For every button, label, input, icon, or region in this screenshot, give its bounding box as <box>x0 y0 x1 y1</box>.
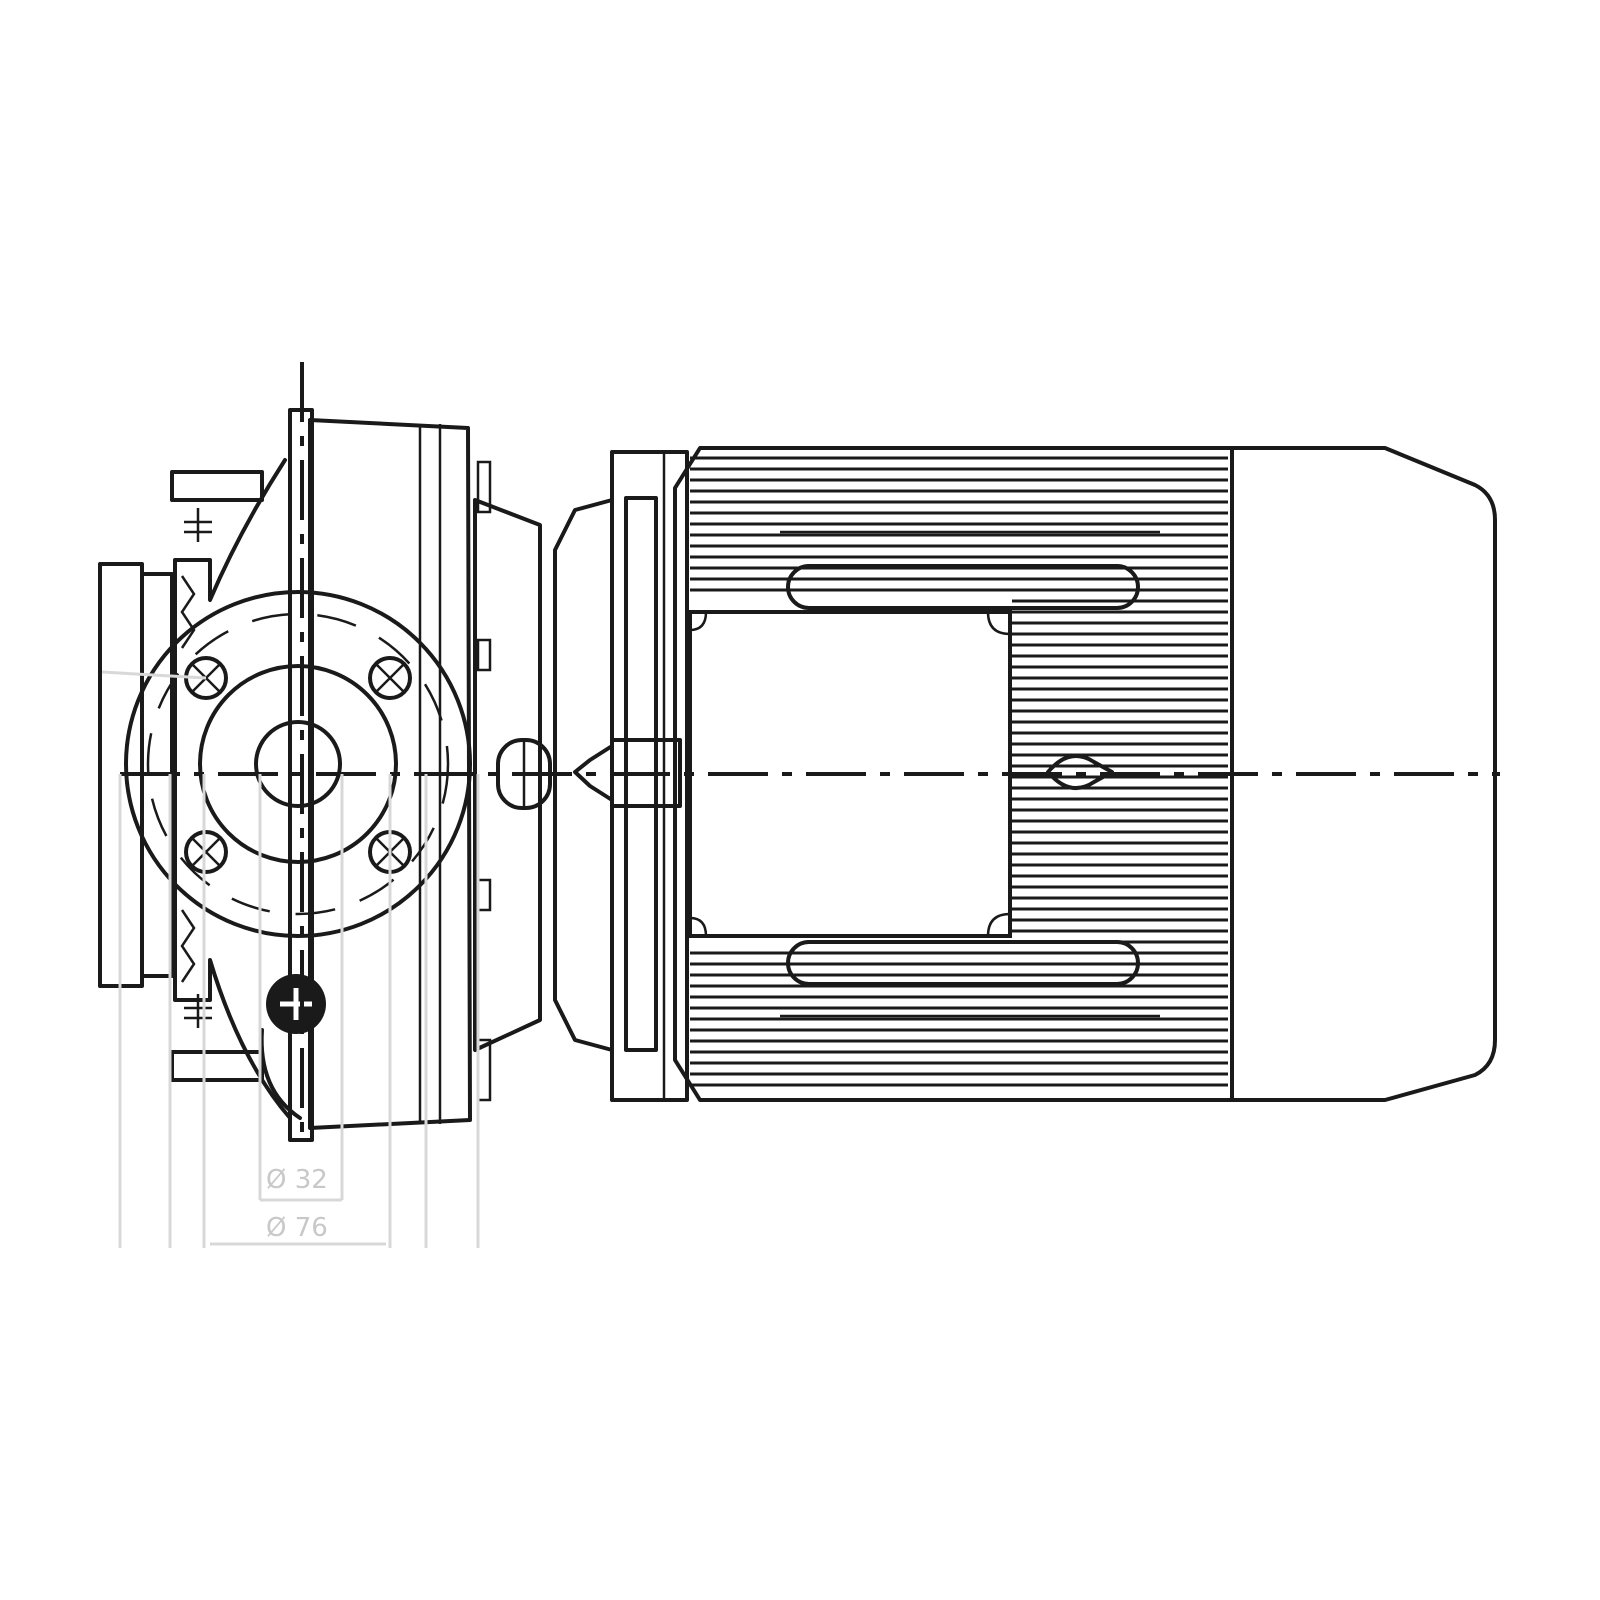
output-bore <box>254 720 342 808</box>
motor-slot-bottom <box>786 940 1140 986</box>
flange-bolt-holes <box>184 656 412 874</box>
motor-slot-top <box>786 564 1140 610</box>
pitch-dimension-label: Ø 76 <box>266 1213 328 1243</box>
dimension-lines: Ø 32 Ø 76 <box>101 670 480 1248</box>
bore-dimension-label: Ø 32 <box>266 1165 328 1195</box>
output-flange <box>124 590 472 1120</box>
motor-end-cap <box>1230 446 1497 1102</box>
gearbox-adapter <box>473 460 542 1102</box>
center-lines <box>120 362 1500 1140</box>
